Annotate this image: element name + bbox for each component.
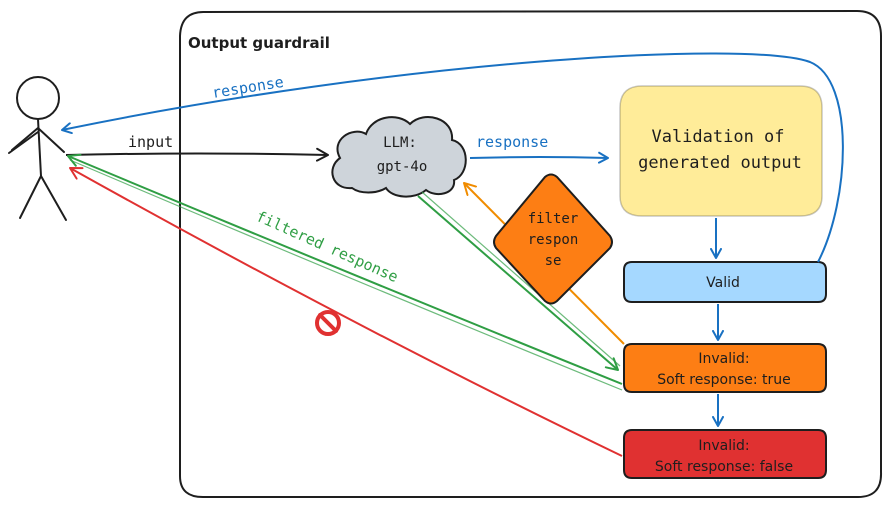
stick-figure-icon xyxy=(8,76,67,221)
llm-label-line1: LLM: xyxy=(383,135,417,151)
blocked-response-arrow xyxy=(69,167,623,457)
validation-label-line1: Validation of xyxy=(651,127,784,147)
invalid-true-label-line1: Invalid: xyxy=(698,351,749,367)
filter-label-line2: respon xyxy=(528,232,579,248)
invalid-soft-true-node: Invalid: Soft response: true xyxy=(623,343,827,393)
llm-response-label: response xyxy=(476,133,548,151)
prohibited-icon xyxy=(315,310,341,336)
llm-label-line2: gpt-4o xyxy=(377,159,428,175)
filter-label-line1: filter xyxy=(528,211,579,227)
invalid-soft-false-node: Invalid: Soft response: false xyxy=(623,429,827,479)
validation-label-line2: generated output xyxy=(638,153,802,173)
filter-response-node: filter respon se xyxy=(493,173,613,305)
invalid-true-label-line2: Soft response: true xyxy=(657,372,791,388)
validation-node: Validation of generated output xyxy=(619,85,823,217)
filter-label-line3: se xyxy=(545,253,562,269)
container-title: Output guardrail xyxy=(188,34,330,52)
valid-label: Valid xyxy=(706,275,740,291)
input-arrow: input xyxy=(65,133,329,162)
valid-response-label: response xyxy=(211,73,285,102)
output-guardrail-container: Output guardrail xyxy=(179,9,883,499)
llm-to-invalid-true-arrow xyxy=(417,195,619,371)
invalid-false-label-line2: Soft response: false xyxy=(655,459,793,475)
llm-cloud-node: LLM: gpt-4o xyxy=(331,116,467,198)
input-label: input xyxy=(128,133,173,151)
invalid-false-label-line1: Invalid: xyxy=(698,438,749,454)
llm-response-arrow: response xyxy=(469,133,609,164)
valid-node: Valid xyxy=(623,261,827,303)
llm-to-invalid-true-stroke xyxy=(421,191,621,367)
